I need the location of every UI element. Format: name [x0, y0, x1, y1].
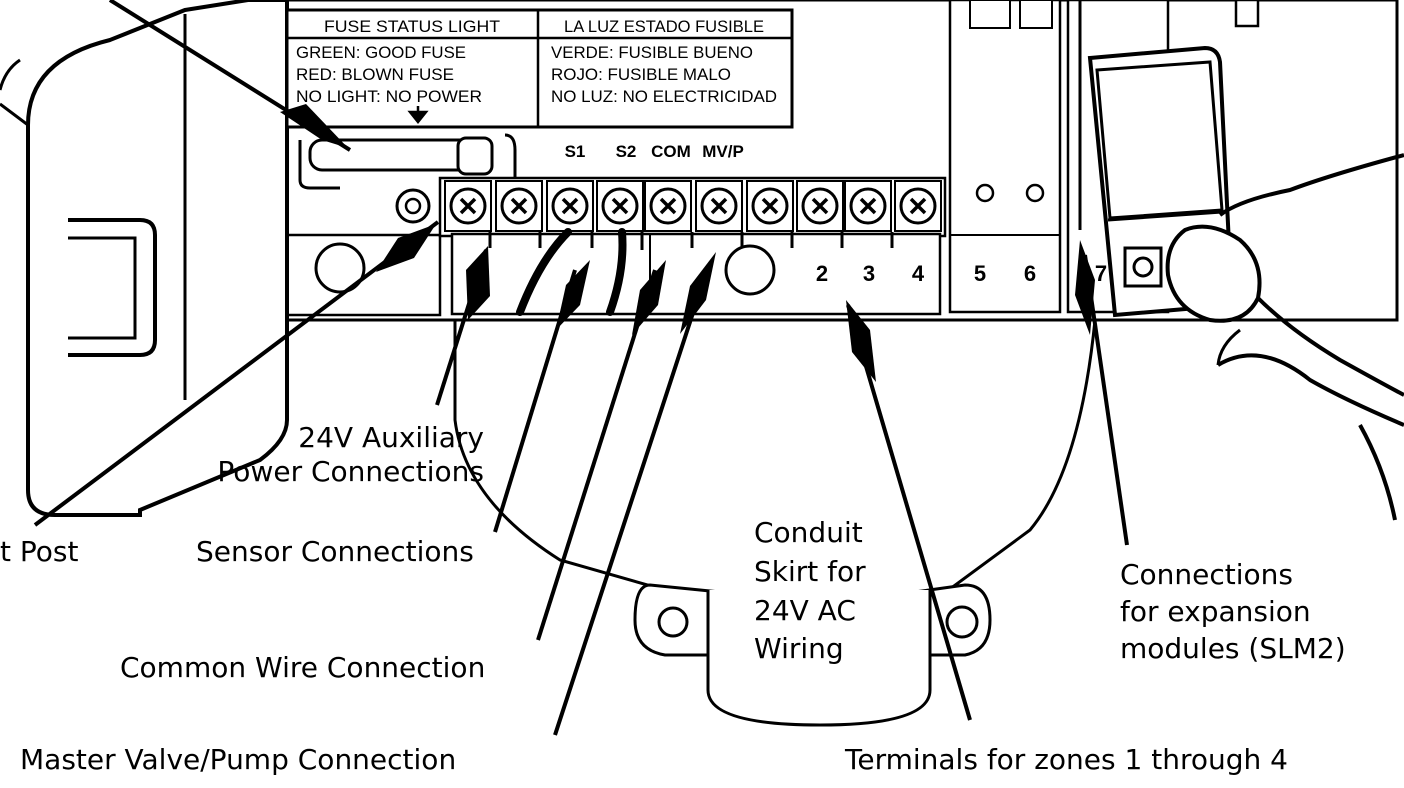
callout-conduit-line-4: Wiring [754, 632, 844, 665]
callout-ground-post: t Post [0, 535, 78, 568]
connector-hole [726, 246, 774, 294]
fuse-table-es-line-2: ROJO: FUSIBLE MALO [551, 65, 731, 84]
callout-expansion-line-3: modules (SLM2) [1120, 632, 1346, 665]
terminal-screw [747, 181, 793, 231]
callout-sensor: Sensor Connections [196, 535, 474, 568]
expansion-slot-5-6 [950, 0, 1060, 312]
terminal-screw [845, 181, 891, 231]
terminal-screw [445, 181, 491, 231]
fuse-table-en-line-3: NO LIGHT: NO POWER [296, 87, 482, 106]
zone-number-7: 7 [1095, 261, 1107, 286]
callout-aux-power-line-2: Power Connections [217, 455, 484, 488]
callout-conduit-line-2: Skirt for [754, 555, 866, 588]
zone-number-2: 2 [816, 261, 828, 286]
mount-hole-left [659, 608, 687, 636]
terminal-label-s1: S1 [565, 142, 586, 161]
zone-number-6: 6 [1024, 261, 1036, 286]
terminal-screw [597, 181, 643, 231]
terminal-screw [895, 181, 941, 231]
callout-conduit-line-3: 24V AC [754, 594, 856, 627]
fuse-table-header-en: FUSE STATUS LIGHT [324, 17, 500, 36]
terminal-label-com: COM [651, 142, 691, 161]
zone-number-4: 4 [912, 261, 925, 286]
fuse-table-es-line-1: VERDE: FUSIBLE BUENO [551, 43, 753, 62]
terminal-screw [496, 181, 542, 231]
callout-aux-power-line-1: 24V Auxiliary [298, 421, 484, 454]
callout-zones: Terminals for zones 1 through 4 [844, 743, 1288, 776]
zone-number-5: 5 [974, 261, 986, 286]
door-panel [28, 0, 287, 515]
terminal-label-mvp: MV/P [702, 142, 744, 161]
callout-master-valve: Master Valve/Pump Connection [20, 743, 456, 776]
terminal-screw [645, 181, 691, 231]
fuse-table-header-es: LA LUZ ESTADO FUSIBLE [564, 17, 764, 36]
callout-conduit-line-1: Conduit [754, 516, 863, 549]
mount-hole-right [947, 607, 977, 637]
terminal-screw [797, 181, 843, 231]
terminal-label-s2: S2 [616, 142, 637, 161]
zone-number-3: 3 [863, 261, 875, 286]
callout-expansion-line-1: Connections [1120, 558, 1293, 591]
fuse-table-en-line-2: RED: BLOWN FUSE [296, 65, 454, 84]
callout-expansion-line-2: for expansion [1120, 595, 1311, 628]
terminal-screw [696, 181, 742, 231]
terminal-screw [547, 181, 593, 231]
fuse-table-en-line-1: GREEN: GOOD FUSE [296, 43, 466, 62]
callout-common-wire: Common Wire Connection [120, 651, 485, 684]
fuse-table-es-line-3: NO LUZ: NO ELECTRICIDAD [551, 87, 777, 106]
